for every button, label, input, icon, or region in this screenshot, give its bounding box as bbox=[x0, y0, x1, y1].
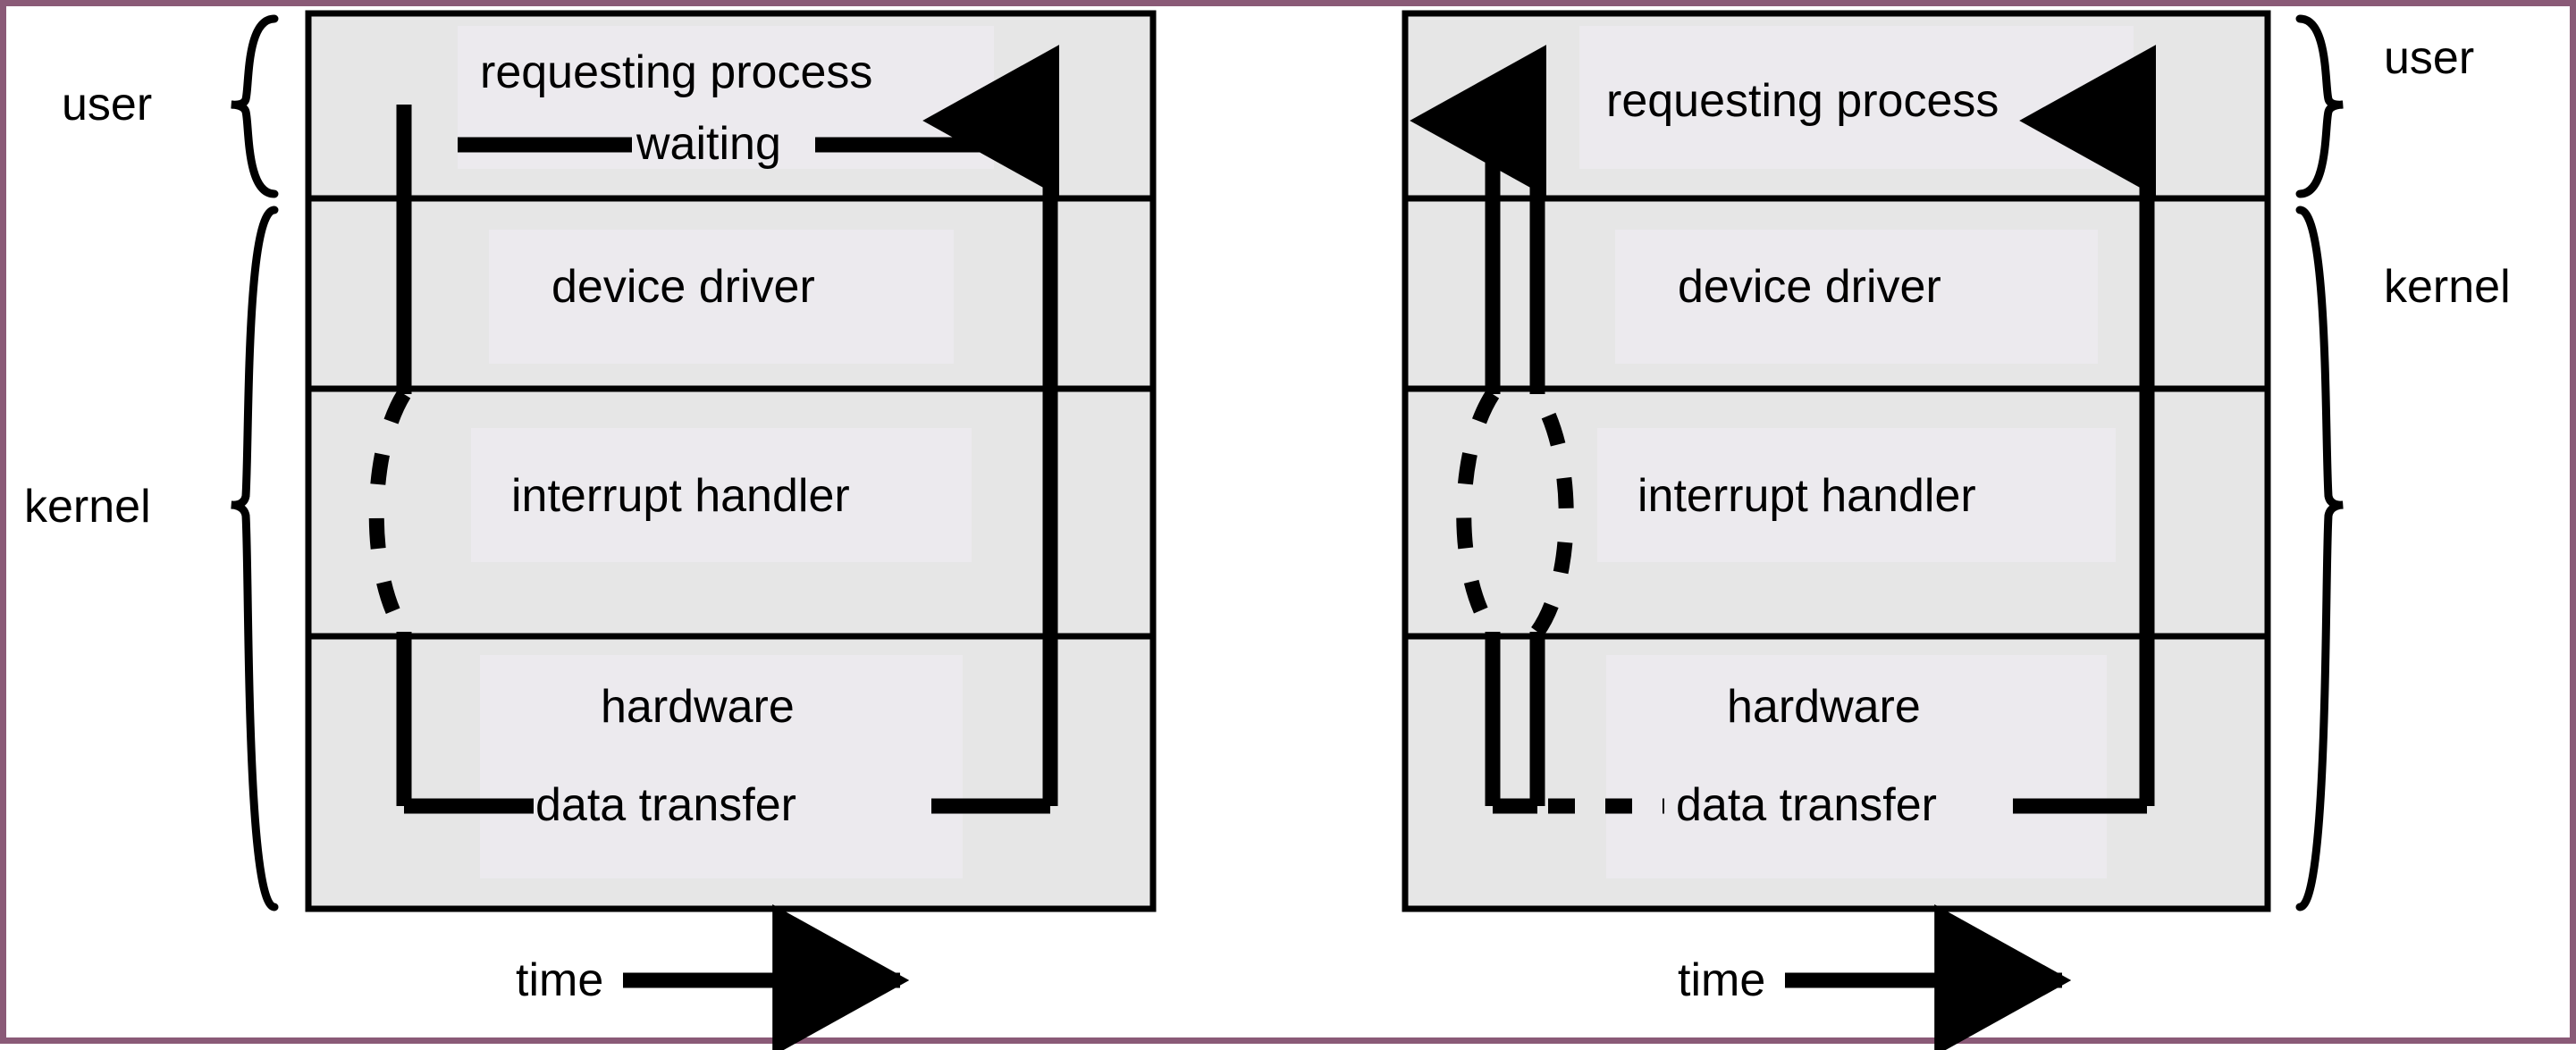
diagram-canvas bbox=[231, 10, 2344, 1050]
row-label-hardware: hardware bbox=[1727, 681, 1921, 733]
inline-label-data-transfer: data transfer bbox=[535, 779, 796, 831]
row-label-device-driver: device driver bbox=[551, 261, 815, 313]
panel-asynchronous bbox=[1402, 10, 2344, 1050]
inline-label-data-transfer: data transfer bbox=[1676, 779, 1937, 831]
trace-return-path-right bbox=[1410, 45, 1574, 806]
brace-user-left bbox=[231, 14, 279, 198]
panel-synchronous bbox=[231, 10, 1157, 1050]
inline-label-waiting: waiting bbox=[636, 118, 781, 170]
row-label-interrupt-handler: interrupt handler bbox=[1637, 470, 1976, 522]
brace-user-right bbox=[2295, 14, 2344, 198]
brace-label-user-right: user bbox=[2384, 32, 2475, 84]
brace-label-kernel-right: kernel bbox=[2384, 261, 2511, 313]
brace-kernel-left bbox=[231, 206, 279, 911]
row-label-requesting-process: requesting process bbox=[1606, 75, 1999, 127]
brace-label-kernel-left: kernel bbox=[24, 481, 151, 533]
trace-request-path-left bbox=[368, 105, 534, 814]
row-label-requesting-process: requesting process bbox=[480, 46, 873, 98]
row-label-hardware: hardware bbox=[601, 681, 795, 733]
trace-return-path-left bbox=[922, 45, 1060, 814]
row-label-device-driver: device driver bbox=[1678, 261, 1941, 313]
trace-interrupt-return-right bbox=[2013, 45, 2157, 814]
brace-kernel-right bbox=[2295, 206, 2344, 911]
brace-label-user-left: user bbox=[62, 79, 153, 130]
time-axis-label-left: time bbox=[516, 954, 604, 1006]
time-axis-label-right: time bbox=[1678, 954, 1766, 1006]
label-bands-right bbox=[1579, 26, 2134, 878]
row-label-interrupt-handler: interrupt handler bbox=[511, 470, 850, 522]
